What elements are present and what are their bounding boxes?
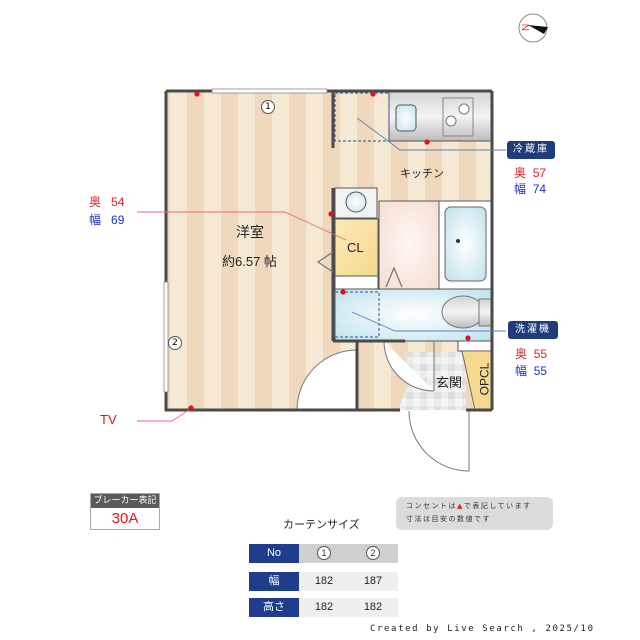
compass-icon: N [518, 13, 548, 43]
curtain-title: カーテンサイズ [283, 519, 360, 531]
room-door [296, 349, 358, 411]
fridge-width: 幅 74 [514, 182, 547, 196]
breaker-header: ブレーカー表記 [91, 494, 159, 508]
dressing-room [378, 200, 440, 290]
washer-width: 幅 55 [515, 364, 548, 378]
curtain-no-2: 2 [348, 544, 398, 563]
footer-credit: Created by Live Search , 2025/10 [370, 624, 595, 634]
curtain-header-height: 高さ [249, 598, 299, 617]
room-area-western: 約6.57 帖 [222, 254, 277, 269]
entrance-floor [398, 352, 466, 410]
curtain-no-1: 1 [299, 544, 349, 563]
tv-label: TV [100, 412, 117, 427]
curtain-height-1: 182 [299, 598, 349, 617]
closet-depth: 奥 54 [89, 195, 125, 209]
legend-note: コンセントは▲で表記しています 寸法は目安の数値です [396, 497, 553, 530]
stove-icon [442, 97, 474, 137]
window-marker-2: 2 [168, 330, 182, 350]
fridge-space [334, 92, 390, 142]
washer-tag: 洗濯機 [508, 321, 558, 339]
front-door [408, 410, 470, 472]
curtain-header-width: 幅 [249, 572, 299, 591]
svg-text:N: N [521, 24, 532, 31]
washer-space [334, 291, 380, 338]
room-name-closet: CL [347, 240, 364, 255]
breaker-box: ブレーカー表記 30A [90, 493, 160, 530]
breaker-value: 30A [91, 508, 159, 529]
window-marker-1: 1 [261, 94, 275, 114]
room-name-western: 洋室 [236, 224, 264, 240]
closet-cl [334, 218, 379, 277]
curtain-height-2: 182 [348, 598, 398, 617]
sink-icon [395, 104, 417, 132]
room-name-kitchen: キッチン [400, 168, 444, 180]
toilet-icon [441, 295, 485, 329]
fridge-tag: 冷蔵庫 [507, 141, 555, 159]
curtain-width-1: 182 [299, 572, 349, 591]
bathtub-icon [444, 206, 487, 282]
curtain-header-no: No [249, 544, 299, 563]
outlet-symbol-icon: ▲ [457, 502, 464, 510]
room-name-entrance: 玄関 [436, 375, 463, 390]
room-name-opcl: OPCL [477, 362, 492, 396]
closet-width: 幅 69 [89, 213, 125, 227]
fridge-depth: 奥 57 [514, 166, 547, 180]
outlet-markers [188, 91, 471, 411]
washer-depth: 奥 55 [515, 347, 548, 361]
curtain-width-2: 187 [348, 572, 398, 591]
window-2 [163, 281, 169, 393]
window-1 [211, 88, 328, 94]
